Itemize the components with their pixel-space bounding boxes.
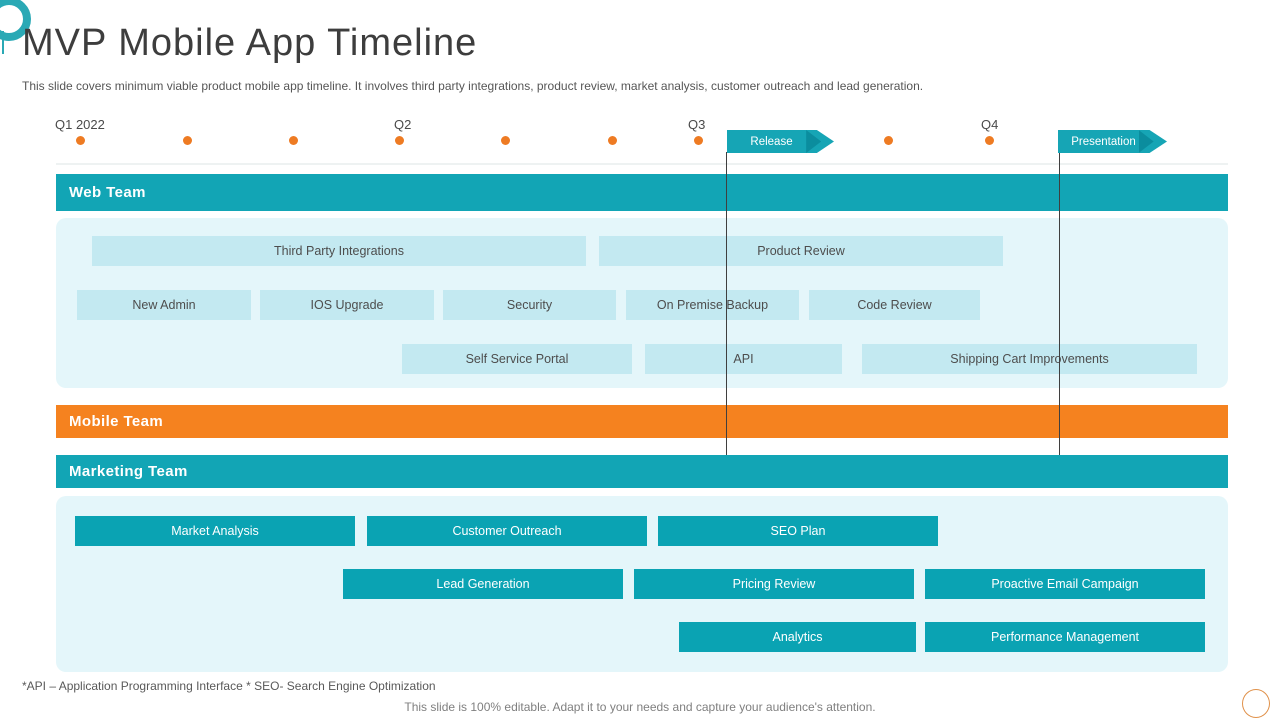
presentation-guide-line [1059,152,1060,455]
timeline-track [56,163,1228,165]
page-title: MVP Mobile App Timeline [22,22,478,64]
quarter-label-q3: Q3 [688,117,706,132]
task-bar: Product Review [599,236,1003,266]
task-bar: API [645,344,842,374]
timeline-dot [694,136,703,145]
task-bar: Pricing Review [634,569,914,599]
task-bar: Self Service Portal [402,344,632,374]
task-bar: Lead Generation [343,569,623,599]
task-bar: Analytics [679,622,916,652]
slide-subtitle: This slide covers minimum viable product… [22,79,924,93]
timeline-dot [76,136,85,145]
arrowhead-icon [1138,130,1154,153]
corner-ring-icon [0,0,31,41]
corner-ring-tail [2,31,4,54]
task-bar: IOS Upgrade [260,290,434,320]
task-bar: Proactive Email Campaign [925,569,1205,599]
team-header-web: Web Team [56,174,1228,211]
release-guide-line [726,152,727,455]
editable-note: This slide is 100% editable. Adapt it to… [404,700,876,714]
timeline-dot [395,136,404,145]
footer-circle-icon [1242,689,1270,718]
milestone-arrow-release: Release [727,130,834,153]
quarter-label-q2: Q2 [394,117,412,132]
team-header-mobile: Mobile Team [56,405,1228,438]
quarter-label-q4: Q4 [981,117,999,132]
team-header-label: Marketing Team [69,463,188,480]
timeline-dot [183,136,192,145]
task-bar: Customer Outreach [367,516,647,546]
milestone-arrow-presentation: Presentation [1058,130,1167,153]
timeline-dot [289,136,298,145]
team-header-marketing: Marketing Team [56,455,1228,488]
timeline-dot [501,136,510,145]
timeline-dot [608,136,617,145]
timeline-dot [985,136,994,145]
task-bar: SEO Plan [658,516,938,546]
quarter-label-q1: Q1 2022 [55,117,105,132]
task-bar: Code Review [809,290,980,320]
arrowhead-icon [806,130,822,153]
team-header-label: Web Team [69,184,146,201]
task-bar: Performance Management [925,622,1205,652]
footnote: *API – Application Programming Interface… [22,679,436,693]
milestone-label: Release [750,135,793,148]
task-bar: Shipping Cart Improvements [862,344,1197,374]
task-bar: Security [443,290,616,320]
timeline-dot [884,136,893,145]
task-bar: On Premise Backup [626,290,799,320]
task-bar: New Admin [77,290,251,320]
task-bar: Third Party Integrations [92,236,586,266]
task-bar: Market Analysis [75,516,355,546]
team-header-label: Mobile Team [69,413,164,430]
milestone-label: Presentation [1071,135,1136,148]
